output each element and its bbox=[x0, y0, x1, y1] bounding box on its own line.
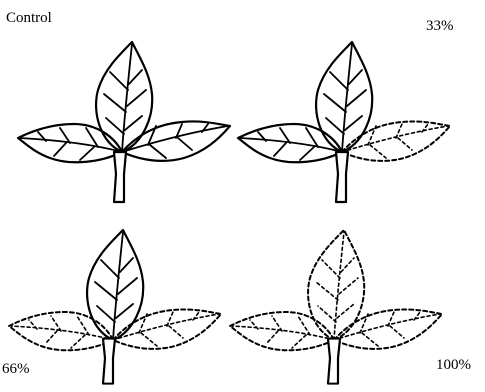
p66-left-leaflet-removed bbox=[9, 312, 113, 350]
p33-left-leaflet bbox=[238, 124, 342, 162]
p33-center-leaflet bbox=[316, 42, 372, 152]
panel-control bbox=[18, 42, 230, 202]
p66-center-leaflet bbox=[87, 230, 143, 340]
p33-stem bbox=[336, 152, 348, 202]
panel-33-percent bbox=[238, 42, 450, 202]
control-center-leaflet bbox=[96, 42, 152, 152]
panel-100-percent bbox=[230, 230, 442, 384]
p66-stem bbox=[103, 339, 115, 384]
control-stem bbox=[114, 152, 126, 202]
p100-left-leaflet-removed bbox=[230, 312, 334, 350]
control-left-leaflet bbox=[18, 124, 122, 162]
p100-center-leaflet-removed bbox=[308, 230, 364, 340]
panel-66-percent bbox=[9, 230, 221, 384]
p100-right-leaflet-removed bbox=[334, 309, 442, 348]
p100-stem bbox=[328, 339, 340, 384]
